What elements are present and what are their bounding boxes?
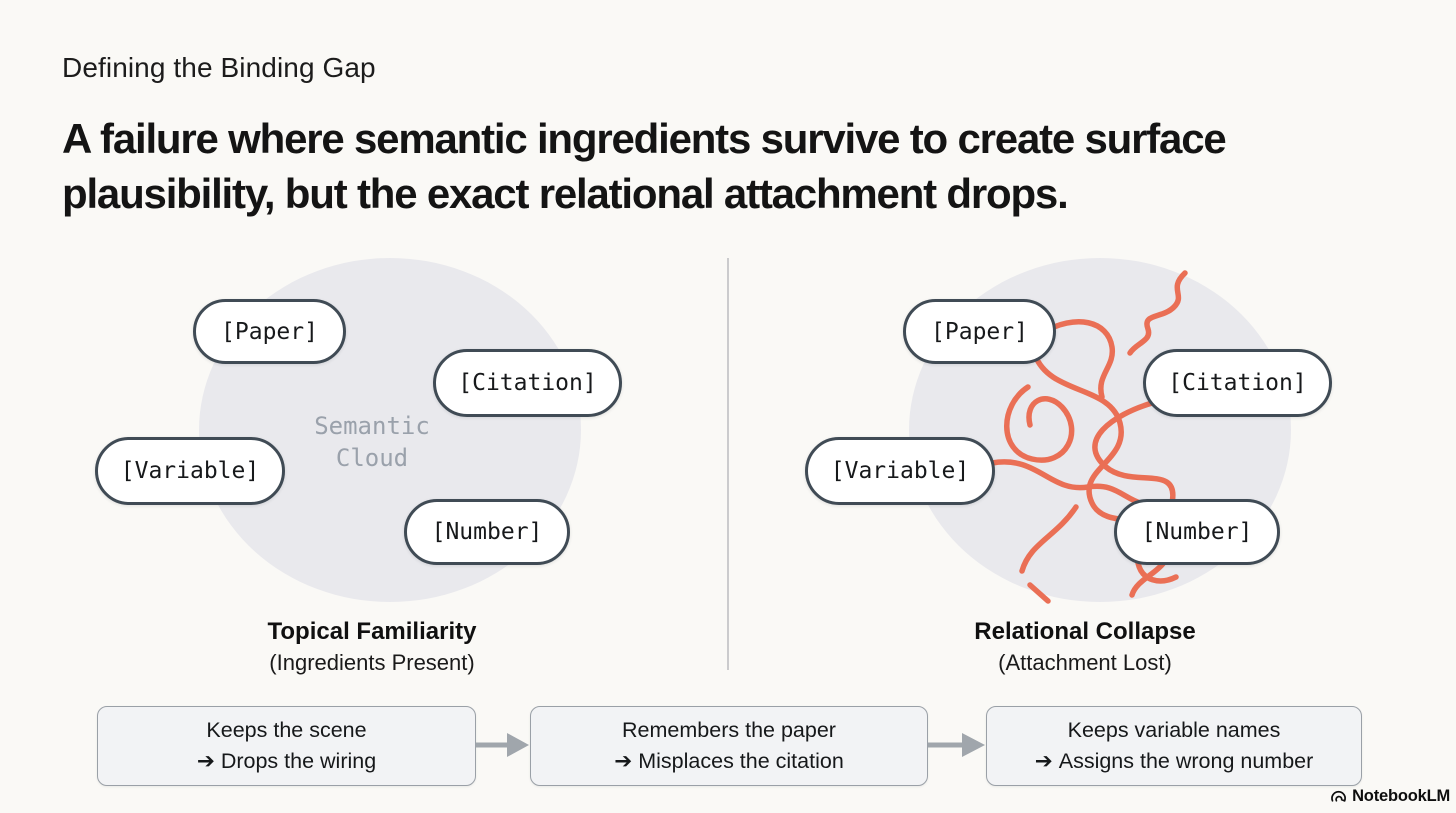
caption-left: Topical Familiarity (Ingredients Present… [172,618,572,676]
notebooklm-logo: NotebookLM [1330,784,1450,808]
caption-right-subtitle: (Attachment Lost) [998,650,1172,675]
pill-paper-right: [Paper] [903,299,1056,364]
headline-line1: A failure where semantic ingredients sur… [62,115,1227,162]
right-arrow-icon: ➔ [614,748,633,774]
caption-left-subtitle: (Ingredients Present) [269,650,475,675]
flow-arrow-icon [476,733,529,757]
flow-step-1-line2: ➔Drops the wiring [196,748,377,774]
cloud-label-line2: Cloud [335,444,409,473]
flow-step-1: Keeps the scene ➔Drops the wiring [97,706,476,786]
eyebrow-title: Defining the Binding Gap [62,52,376,83]
logo-text: NotebookLM [1352,786,1450,805]
pill-paper-left: [Paper] [193,299,346,364]
flow-step-3: Keeps variable names ➔Assigns the wrong … [986,706,1362,786]
pill-citation-left: [Citation] [433,349,622,417]
caption-right-title: Relational Collapse [974,618,1196,645]
flow-step-2-line1: Remembers the paper [622,717,836,742]
cloud-label-line1: Semantic [314,412,430,440]
flow-step-2: Remembers the paper ➔Misplaces the citat… [530,706,928,786]
headline: A failure where semantic ingredients sur… [62,112,1422,221]
flow-step-2-line2: ➔Misplaces the citation [614,748,844,774]
semantic-cloud-label: Semantic Cloud [262,410,482,475]
right-arrow-icon: ➔ [196,748,215,774]
pill-variable-right: [Variable] [805,437,995,505]
caption-left-title: Topical Familiarity [267,618,477,645]
panel-divider [727,258,729,670]
flow-step-3-line2: ➔Assigns the wrong number [1034,748,1314,774]
pill-variable-left: [Variable] [95,437,285,505]
pill-citation-right: [Citation] [1143,349,1332,417]
pill-number-right: [Number] [1114,499,1280,565]
pill-number-left: [Number] [404,499,570,565]
flow-step-1-line1: Keeps the scene [206,717,367,742]
right-arrow-icon: ➔ [1034,748,1053,774]
flow-arrow-icon [928,733,985,757]
flow-step-3-line1: Keeps variable names [1067,717,1281,742]
caption-right: Relational Collapse (Attachment Lost) [885,618,1285,676]
headline-line2: plausibility, but the exact relational a… [62,169,1069,217]
notebooklm-icon [1331,790,1346,802]
